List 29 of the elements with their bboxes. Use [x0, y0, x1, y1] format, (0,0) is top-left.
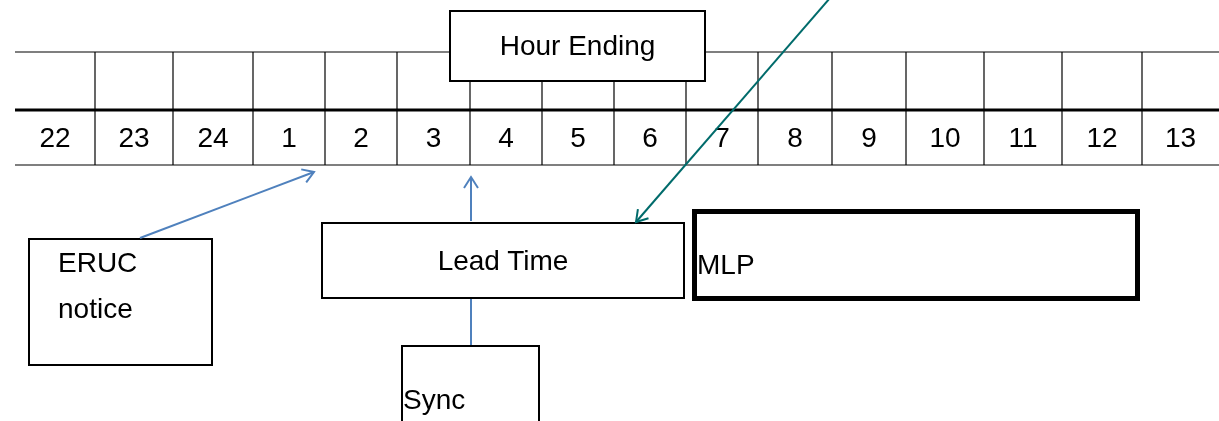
hour-number: 12	[1086, 121, 1118, 155]
hour-number: 7	[714, 121, 730, 155]
hour-number: 9	[861, 121, 877, 155]
box-text: MLP	[697, 248, 755, 282]
box-text: ERUC notice	[58, 246, 139, 326]
hour-number: 13	[1164, 121, 1197, 155]
label-box	[401, 345, 540, 421]
arrow	[463, 176, 479, 346]
hour-number: 1	[281, 121, 297, 155]
arrow	[635, 0, 831, 223]
label-box	[321, 222, 685, 299]
box-text: Hour Ending	[499, 29, 656, 63]
hour-number: 2	[353, 121, 369, 155]
hour-number: 24	[197, 121, 229, 155]
hour-number: 10	[929, 121, 961, 155]
hour-number: 23	[118, 121, 150, 155]
thick-box	[692, 209, 1140, 301]
box-text: Sync	[403, 383, 466, 417]
label-box	[28, 238, 213, 366]
hour-number: 22	[39, 121, 71, 155]
hour-number: 4	[498, 121, 514, 155]
arrow	[139, 168, 315, 239]
box-text: Lead Time	[437, 243, 569, 278]
hour-number: 11	[1008, 121, 1038, 155]
hour-number: 8	[787, 121, 803, 155]
label-box	[449, 10, 706, 82]
hour-number: 5	[570, 121, 586, 155]
hour-number: 3	[425, 121, 442, 155]
hour-number: 6	[642, 121, 658, 155]
